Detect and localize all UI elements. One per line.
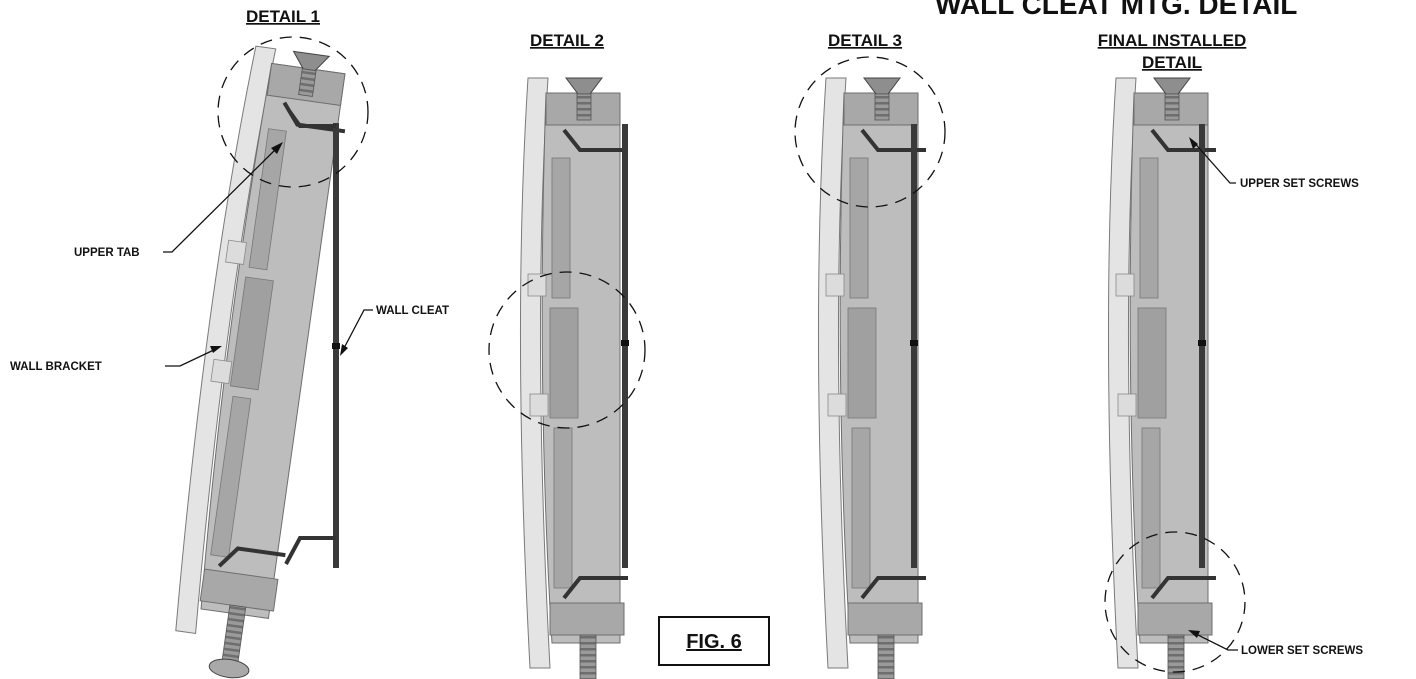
final-installed-heading-line2: DETAIL bbox=[1142, 53, 1202, 72]
detail-2-heading: DETAIL 2 bbox=[530, 31, 604, 50]
detail-3-circle bbox=[794, 56, 946, 208]
wall-cleat-label: WALL CLEAT bbox=[376, 305, 449, 317]
final-installed-circle bbox=[1104, 531, 1246, 673]
figure-label-box bbox=[658, 616, 770, 666]
detail-1-assembly bbox=[158, 43, 357, 679]
upper-tab-label: UPPER TAB bbox=[74, 247, 140, 259]
page-title: WALL CLEAT MTG. DETAIL bbox=[935, 0, 1297, 20]
final-installed-heading-line1: FINAL INSTALLED bbox=[1098, 31, 1247, 50]
final-installed-wall-cleat bbox=[1198, 124, 1206, 568]
lower-set-screws-label: LOWER SET SCREWS bbox=[1241, 645, 1363, 657]
detail-2-wall-cleat bbox=[621, 124, 629, 568]
detail-3-heading: DETAIL 3 bbox=[828, 31, 902, 50]
detail-3-wall-cleat bbox=[910, 124, 918, 568]
detail-1-circle bbox=[217, 36, 369, 188]
leader-lines bbox=[163, 137, 1238, 651]
detail-2-circle bbox=[488, 271, 646, 429]
upper-set-screws-label: UPPER SET SCREWS bbox=[1240, 178, 1359, 190]
detail-2-assembly bbox=[518, 76, 630, 679]
detail-1-heading: DETAIL 1 bbox=[246, 7, 320, 26]
detail-1-wall-cleat bbox=[284, 110, 340, 568]
figure-label: FIG. 6 bbox=[686, 631, 742, 653]
detail-3-assembly bbox=[816, 76, 928, 679]
wall-bracket-label: WALL BRACKET bbox=[10, 361, 102, 373]
